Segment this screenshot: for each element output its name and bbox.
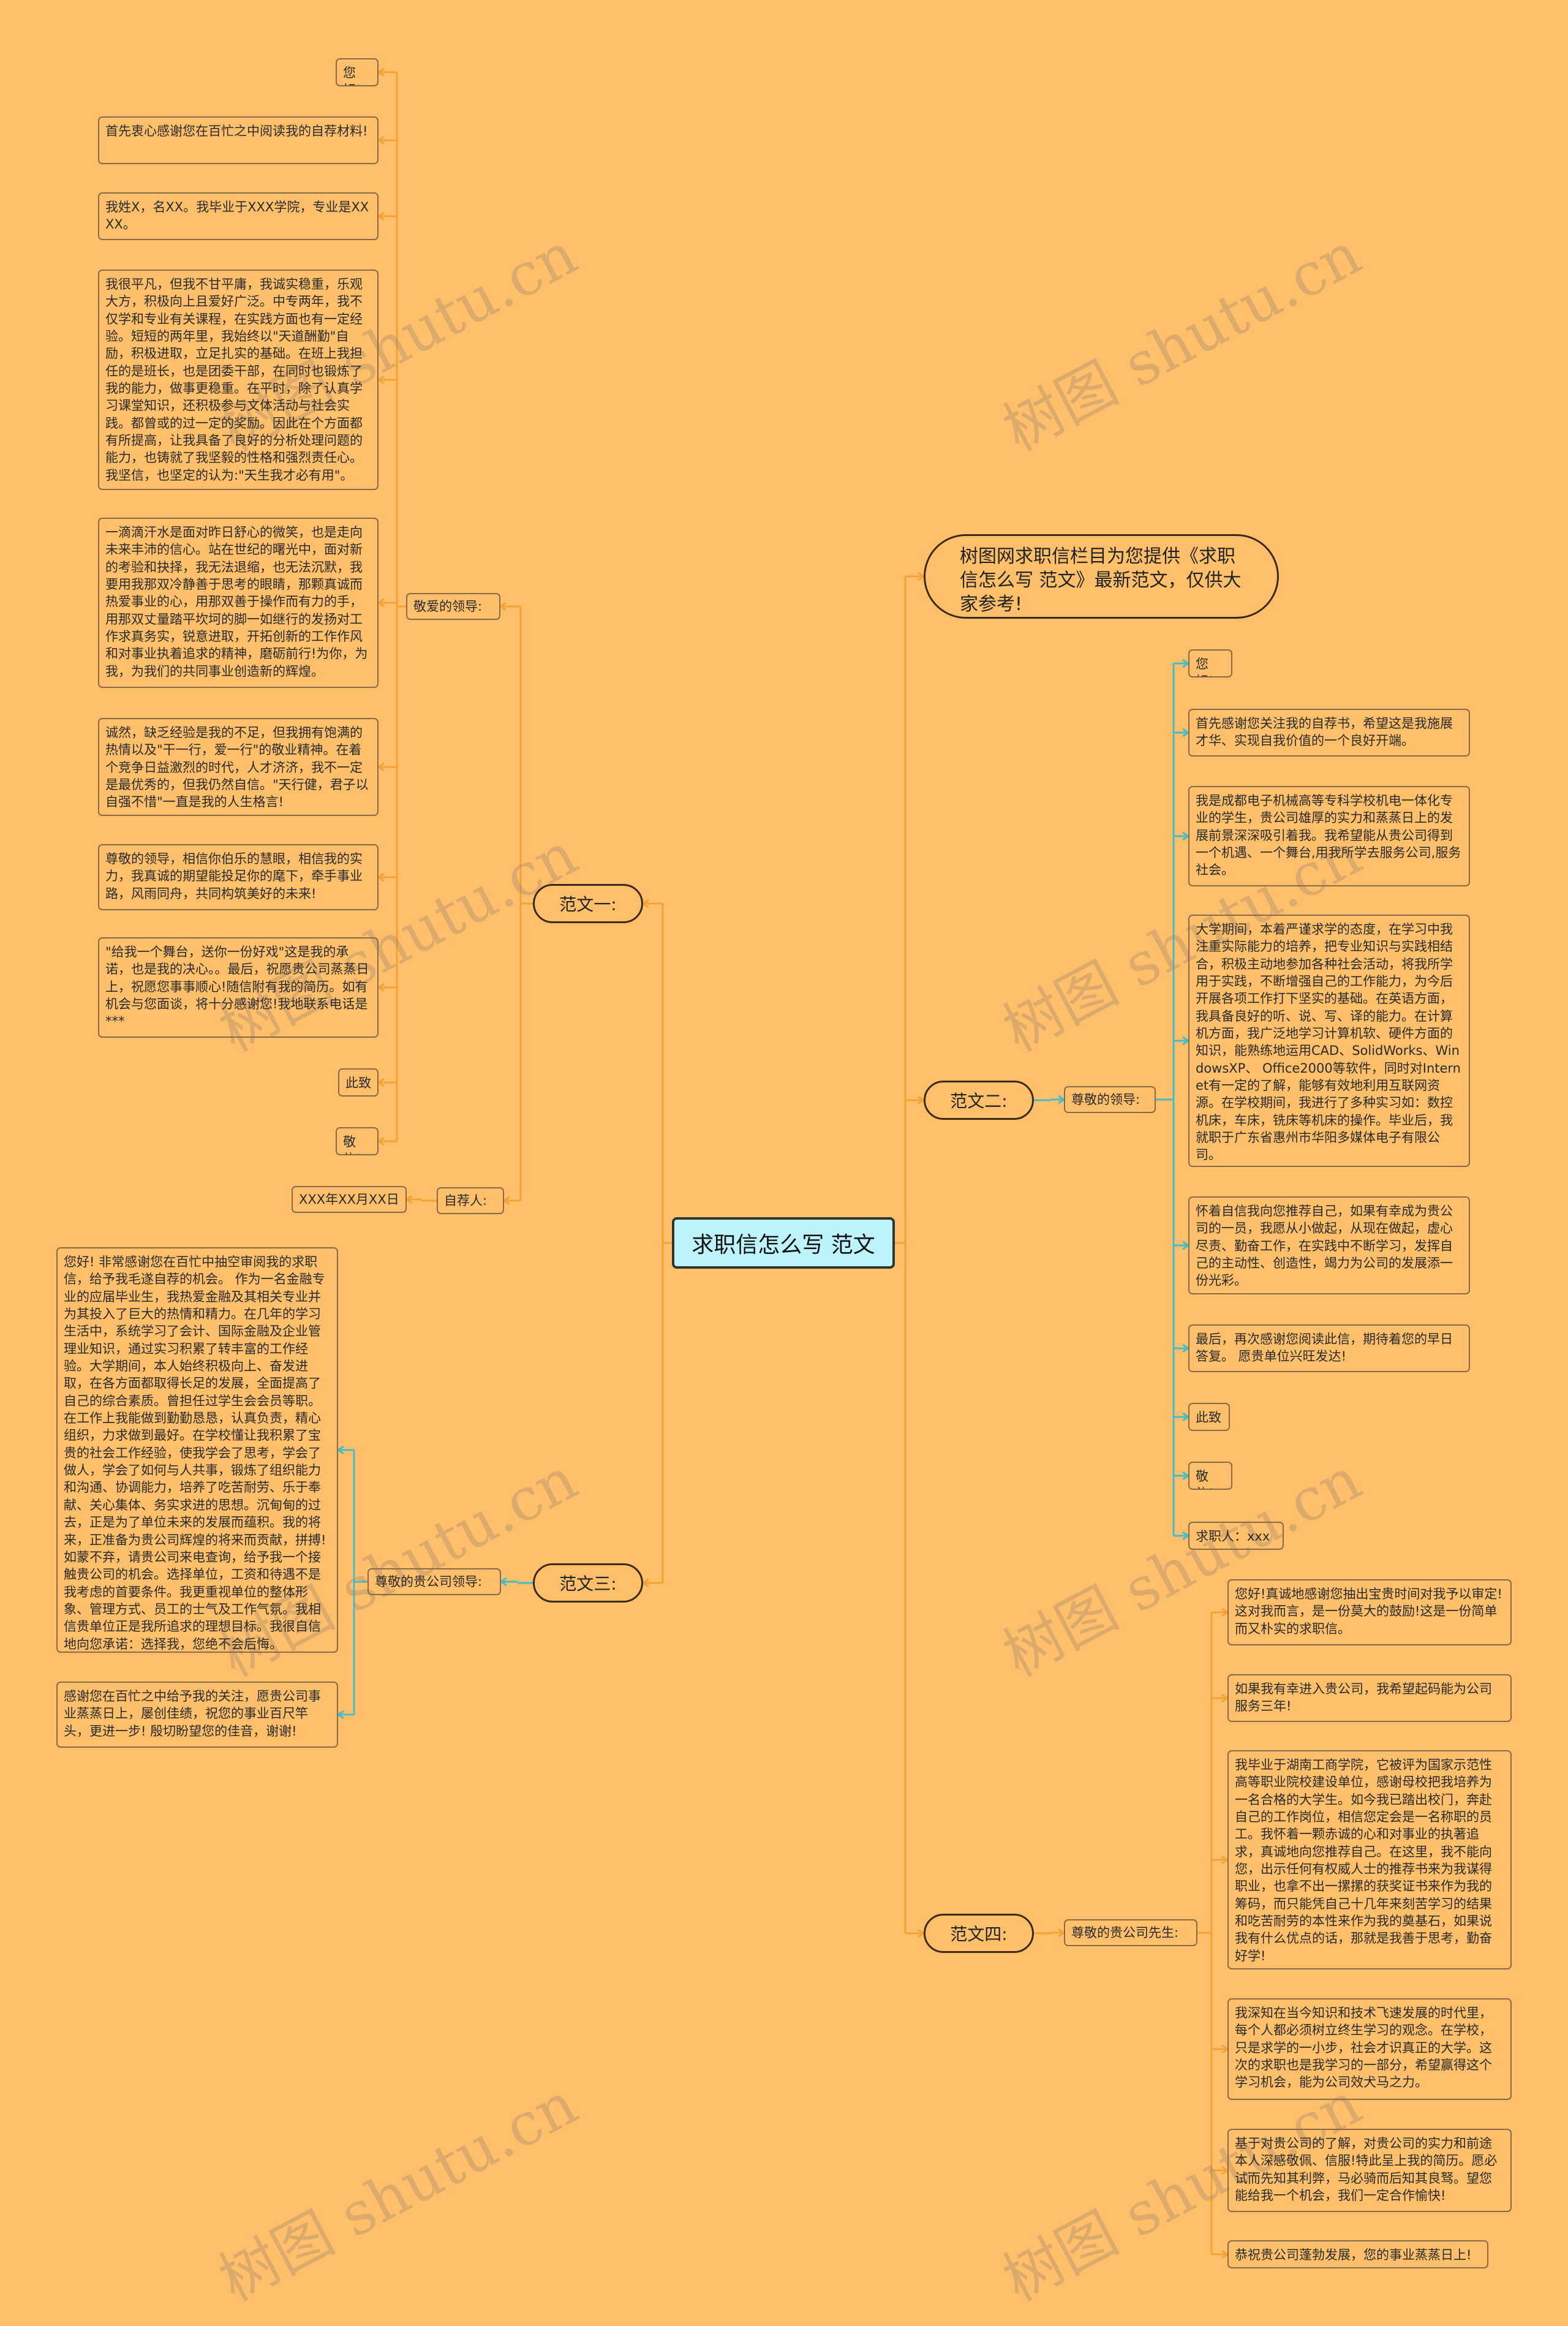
leaf-text[interactable]: 此致 (1188, 1403, 1230, 1431)
leaf-text[interactable]: 此致 (338, 1068, 379, 1097)
leaf-text[interactable]: 基于对贵公司的了解，对贵公司的实力和前途本人深感敬佩、信服!特此呈上我的简历。愿… (1227, 2129, 1512, 2212)
date-leaf[interactable]: XXX年XX月XX日 (292, 1186, 407, 1213)
connector-arrow (377, 1078, 385, 1087)
salutation-node[interactable]: 敬爱的领导: (406, 593, 500, 620)
branch-fanwen-2[interactable]: 范文二: (924, 1081, 1034, 1120)
leaf-text[interactable]: 您好!真诚地感谢您抽出宝贵时间对我予以审定!这对我而言，是一份莫大的鼓励!这是一… (1227, 1579, 1512, 1645)
connector-arrow (336, 1445, 344, 1455)
leaf-text[interactable]: 感谢您在百忙之中给予我的关注，愿贵公司事业蒸蒸日上，屡创佳绩，祝您的事业百尺竿头… (56, 1682, 338, 1748)
leaf-text[interactable]: 首先感谢您关注我的自荐书，希望这是我施展才华、实现自我价值的一个良好开端。 (1188, 709, 1470, 757)
connector-arrow (377, 375, 385, 385)
connector-arrow (377, 135, 385, 145)
leaf-text[interactable]: 尊敬的领导，相信你伯乐的慧眼，相信我的实力，我真诚的期望能投足你的麾下，牵手事业… (98, 844, 379, 910)
leaf-text[interactable]: 诚然，缺乏经验是我的不足，但我拥有饱满的热情以及"干一行，爱一行"的敬业精神。在… (98, 718, 379, 816)
leaf-text[interactable]: 我深知在当今知识和技术飞速发展的时代里，每个人都必须树立终生学习的观念。在学校，… (1227, 1998, 1512, 2100)
leaf-text[interactable]: 敬礼! (1188, 1462, 1232, 1490)
leaf-text[interactable]: "给我一个舞台，送你一份好戏"这是我的承诺，也是我的决心。。最后，祝愿贵公司蒸蒸… (98, 937, 379, 1038)
connector-arrow (377, 211, 385, 221)
salutation-node[interactable]: 尊敬的贵公司领导: (368, 1568, 501, 1595)
branch-fanwen-3[interactable]: 范文三: (533, 1563, 643, 1603)
connector-arrow (377, 762, 385, 772)
connector-arrow (336, 1710, 344, 1720)
root-topic[interactable]: 求职信怎么写 范文 (672, 1217, 895, 1269)
leaf-text[interactable]: 您好! (336, 58, 379, 86)
leaf-text[interactable]: 恭祝贵公司蓬勃发展，您的事业蒸蒸日上! (1227, 2240, 1488, 2268)
leaf-text[interactable]: 怀着自信我向您推荐自己，如果有幸成为贵公司的一员，我愿从小做起，从现在做起，虚心… (1188, 1196, 1470, 1294)
salutation-node[interactable]: 尊敬的领导: (1064, 1086, 1156, 1113)
connector-arrow (502, 1196, 510, 1206)
connector-arrow (499, 1577, 507, 1587)
leaf-text[interactable]: 大学期间，本着严谨求学的态度，在学习中我注重实际能力的培养，把专业知识与实践相结… (1188, 915, 1470, 1167)
connector-arrow (377, 983, 385, 992)
leaf-text[interactable]: 我很平凡，但我不甘平庸，我诚实稳重，乐观大方，积极向上且爱好广泛。中专两年，我不… (98, 270, 379, 490)
connector-arrow (499, 602, 507, 611)
connector-arrow (377, 872, 385, 882)
leaf-text[interactable]: 首先衷心感谢您在百忙之中阅读我的自荐材料! (98, 116, 379, 164)
connector-arrow (641, 1578, 649, 1588)
connector-arrow (377, 1136, 385, 1146)
intro-bubble[interactable]: 树图网求职信栏目为您提供《求职信怎么写 范文》最新范文，仅供大家参考! (924, 534, 1279, 619)
connector-arrow (377, 598, 385, 608)
connector-arrow (405, 1195, 413, 1204)
salutation-node[interactable]: 尊敬的贵公司先生: (1064, 1919, 1197, 1946)
leaf-text[interactable]: 如果我有幸进入贵公司，我希望起码能为公司服务三年! (1227, 1674, 1512, 1722)
branch-fanwen-4[interactable]: 范文四: (924, 1914, 1034, 1953)
leaf-text[interactable]: 我姓X，名XX。我毕业于XXX学院，专业是XXXX。 (98, 192, 379, 240)
leaf-text[interactable]: 我毕业于湖南工商学院，它被评为国家示范性高等职业院校建设单位，感谢母校把我培养为… (1227, 1750, 1512, 1969)
connector-arrow (377, 67, 385, 77)
leaf-text[interactable]: 您好! (1188, 649, 1232, 678)
leaf-text[interactable]: 求职人：xxxx (1188, 1522, 1284, 1550)
leaf-text[interactable]: 您好! 非常感谢您在百忙中抽空审阅我的求职信，给予我毛遂自荐的机会。 作为一名金… (56, 1247, 338, 1653)
leaf-text[interactable]: 我是成都电子机械高等专科学校机电一体化专业的学生，贵公司雄厚的实力和蒸蒸日上的发… (1188, 786, 1470, 886)
signature-node[interactable]: 自荐人: (437, 1187, 504, 1214)
leaf-text[interactable]: 最后，再次感谢您阅读此信，期待着您的早日答复。 愿贵单位兴旺发达! (1188, 1324, 1470, 1372)
leaf-text[interactable]: 敬礼! (336, 1127, 379, 1155)
connector-arrow (641, 899, 649, 908)
leaf-text[interactable]: 一滴滴汗水是面对昨日舒心的微笑，也是走向未来丰沛的信心。站在世纪的曙光中，面对新… (98, 518, 379, 688)
branch-fanwen-1[interactable]: 范文一: (533, 884, 643, 923)
